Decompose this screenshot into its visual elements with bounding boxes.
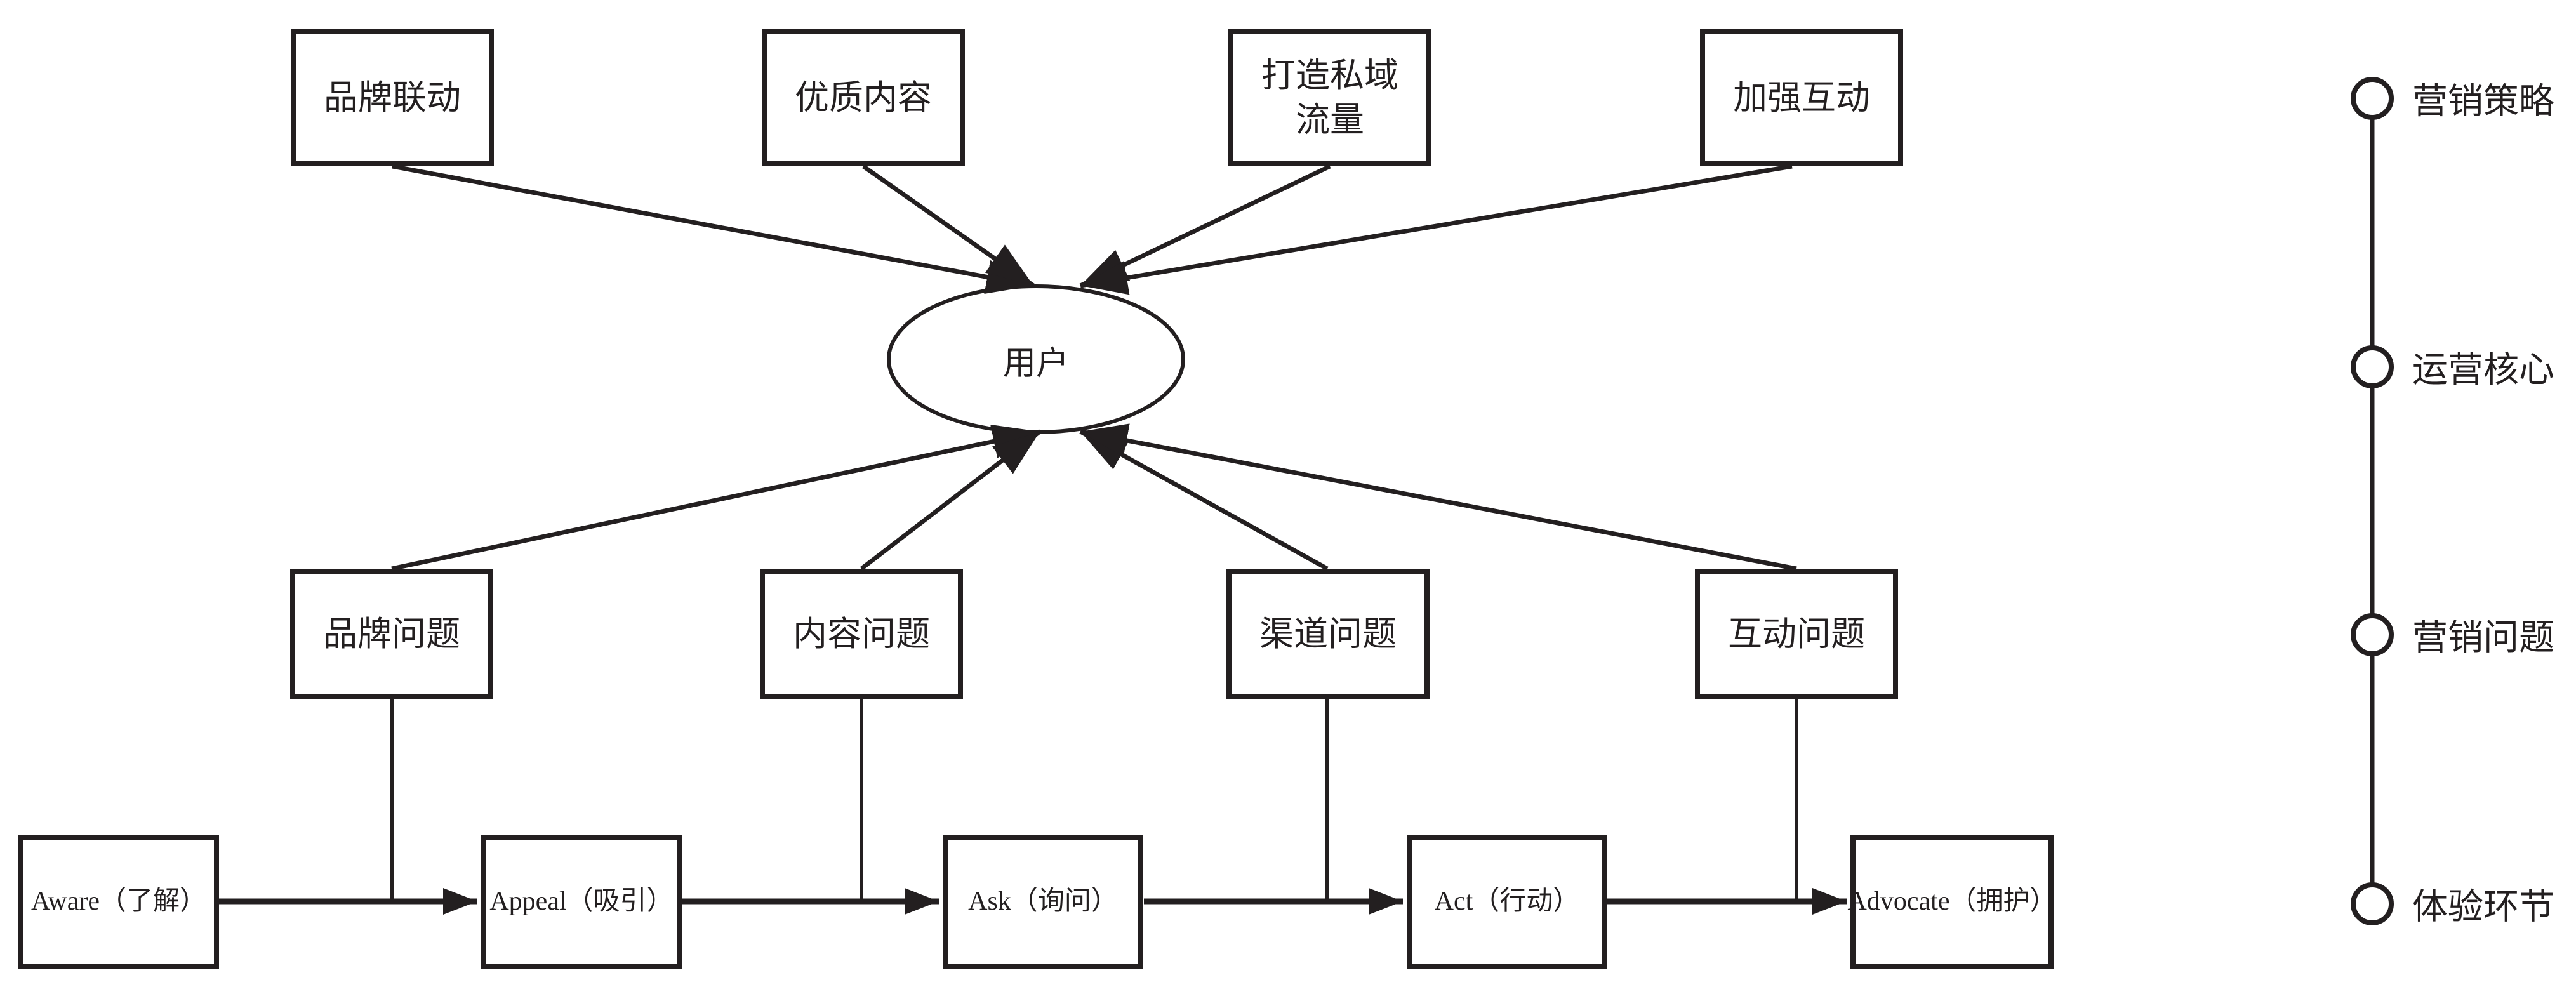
arrow-private-domain-to-user [1079,164,1331,288]
arrow-strengthen-interaction-to-user [1080,164,1793,295]
legend-node-marketing-strategy [2351,77,2394,120]
strategy-box-strengthen-interaction-label: 加强互动 [1733,78,1870,117]
legend-node-marketing-problem [2351,613,2394,656]
journey-box-ask-label: Ask（询问） [968,887,1118,917]
legend-label-experience-stage: 体验环节 [2412,887,2554,927]
legend-label-marketing-problem: 营销问题 [2412,618,2554,658]
strategy-box-strengthen-interaction: 加强互动 [1700,29,1903,166]
journey-box-aware-label: Aware（了解） [30,887,207,917]
strategy-box-private-domain-traffic-label: 打造私域流量 [1261,56,1398,139]
journey-box-act: Act（行动） [1407,835,1607,969]
strategy-box-brand-linkage: 品牌联动 [291,29,494,166]
arrow-brand-linkage-to-user [392,164,1034,295]
problem-box-brand-label: 品牌问题 [323,614,460,653]
problem-box-interaction: 互动问题 [1695,569,1898,699]
journey-box-aware: Aware（了解） [18,835,219,969]
strategy-box-private-domain-traffic: 打造私域流量 [1228,29,1431,166]
journey-box-ask: Ask（询问） [943,835,1143,969]
arrow-content-problem-to-user [860,430,1042,571]
problem-box-content-label: 内容问题 [793,614,930,653]
strategy-box-quality-content: 优质内容 [762,29,965,166]
legend-node-experience-stage [2351,882,2394,925]
journey-box-advocate: Advocate（拥护） [1847,835,2057,969]
problem-box-interaction-label: 互动问题 [1728,614,1865,653]
problem-box-channel-label: 渠道问题 [1259,614,1397,653]
legend-label-marketing-strategy: 营销策略 [2412,82,2554,122]
journey-box-appeal: Appeal（吸引） [481,835,682,969]
user-label: 用户 [1002,346,1069,382]
journey-box-act-label: Act（行动） [1434,887,1580,917]
strategy-box-quality-content-label: 优质内容 [795,78,932,117]
problem-box-brand: 品牌问题 [290,569,493,699]
arrow-quality-content-to-user [861,164,1035,288]
journey-box-advocate-label: Advocate（拥护） [1847,887,2057,917]
legend-node-operation-core [2351,345,2394,388]
legend-label-operation-core: 运营核心 [2412,350,2554,390]
arrow-channel-problem-to-user [1079,429,1329,571]
problem-box-content: 内容问题 [760,569,963,699]
strategy-box-brand-linkage-label: 品牌联动 [324,78,461,117]
problem-box-channel: 渠道问题 [1226,569,1430,699]
journey-box-appeal-label: Appeal（吸引） [489,887,674,917]
arrow-interaction-problem-to-user [1080,423,1797,571]
arrow-brand-problem-to-user [391,424,1040,571]
